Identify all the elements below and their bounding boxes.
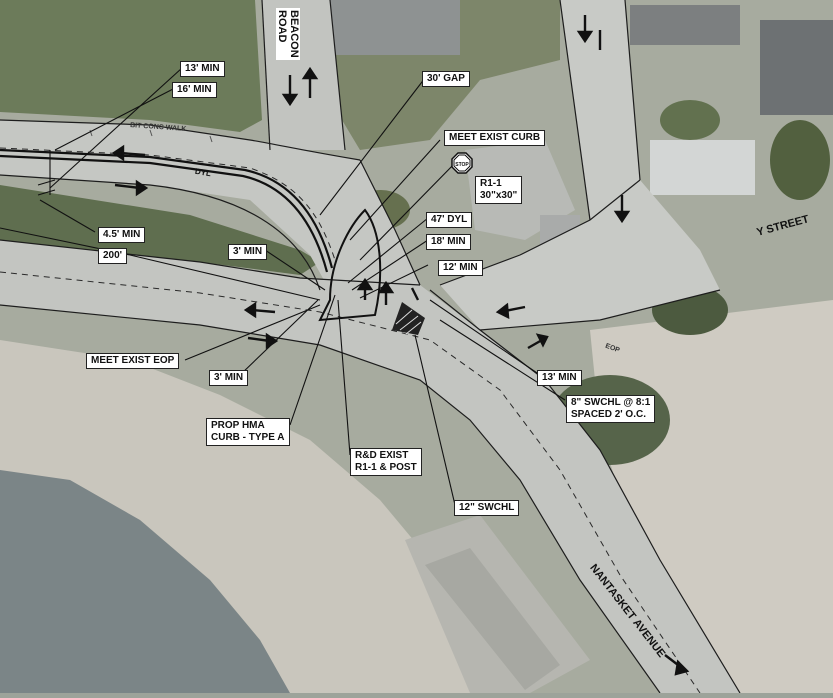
double-yellow-line: [0, 148, 334, 273]
tree-cluster: [660, 100, 720, 140]
callout-4-5-min: 4.5' MIN: [98, 227, 146, 243]
stop-sign-text: STOP: [455, 162, 469, 168]
water: [0, 470, 290, 693]
tree-cluster: [770, 120, 830, 200]
callout-meet-exist-curb: MEET EXIST CURB: [444, 130, 546, 146]
building: [630, 5, 740, 45]
walk-ticks: [89, 129, 213, 143]
island-hatch: [395, 309, 422, 335]
callout-12-swchl: 12" SWCHL: [454, 500, 520, 516]
callout-18-min: 18' MIN: [426, 234, 471, 250]
y-street-pavement: [440, 0, 720, 330]
callout-8-swchl: 8" SWCHL @ 8:1 SPACED 2' O.C.: [566, 395, 656, 423]
proposed-curb: [318, 208, 382, 322]
callout-47-dyl: 47' DYL: [426, 212, 473, 228]
callout-3-min-top: 3' MIN: [228, 244, 268, 260]
callout-12-min: 12' MIN: [438, 260, 483, 276]
building: [760, 20, 833, 115]
callout-16-min: 16' MIN: [172, 82, 217, 98]
upper-road-pavement: [0, 120, 420, 300]
stop-sign-icon: [451, 152, 473, 174]
callout-rd-exist: R&D EXIST R1-1 & POST: [350, 448, 422, 476]
callout-r1-1: R1-1 30"x30": [475, 176, 523, 204]
callout-13-min-right: 13' MIN: [537, 370, 582, 386]
center-lines: [0, 147, 701, 694]
dimension-bracket: [37, 179, 56, 196]
chevron-island: [392, 302, 425, 335]
main-road-pavement: [0, 240, 740, 693]
callout-30-gap: 30' GAP: [422, 71, 470, 87]
callout-prop-hma-curb: PROP HMA CURB - TYPE A: [206, 418, 290, 446]
callout-3-min-bottom: 3' MIN: [209, 370, 249, 386]
field-top-left: [0, 0, 262, 132]
building: [330, 0, 460, 55]
callout-200: 200': [98, 248, 128, 264]
traffic-arrows: [111, 15, 690, 676]
callout-meet-exist-eop: MEET EXIST EOP: [86, 353, 180, 369]
building: [650, 140, 755, 195]
callout-13-min-top: 13' MIN: [180, 61, 225, 77]
building: [425, 548, 560, 690]
beacon-road-label: BEACON ROAD: [276, 8, 300, 60]
stop-sign-inner: [453, 154, 471, 172]
